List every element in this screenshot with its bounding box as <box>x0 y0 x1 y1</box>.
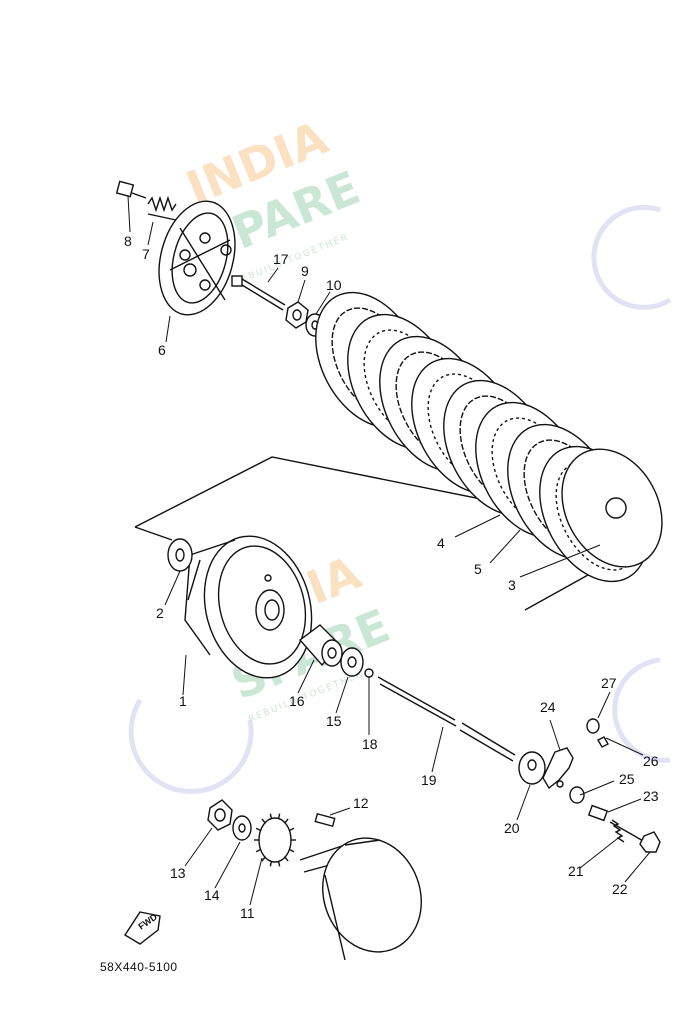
push-rod-short <box>231 275 286 311</box>
callout-27: 27 <box>601 675 617 691</box>
spring-bolt <box>115 180 147 199</box>
washer-14 <box>232 815 252 841</box>
locknut <box>285 301 309 329</box>
callout-10: 10 <box>326 277 342 293</box>
callout-16: 16 <box>289 693 305 709</box>
callout-2: 2 <box>156 605 164 621</box>
push-rod-long <box>377 676 516 762</box>
pressure-plate <box>158 200 236 316</box>
adjusting-screw-21 <box>609 819 646 843</box>
callout-7: 7 <box>142 246 150 262</box>
callout-5: 5 <box>474 561 482 577</box>
callout-labels: 1 2 3 4 5 6 7 8 9 10 11 12 13 14 15 16 1… <box>124 233 659 921</box>
gear-tooth <box>289 848 295 853</box>
callout-11: 11 <box>240 905 255 921</box>
gear-tooth <box>255 848 261 853</box>
clutch-housing <box>184 535 313 679</box>
clutch-spring <box>147 195 177 221</box>
key-12 <box>314 812 336 828</box>
crankshaft-assembly <box>299 837 422 961</box>
gear-tooth <box>284 818 289 824</box>
callout-19: 19 <box>421 772 437 788</box>
friction-and-steel-plates <box>315 291 663 583</box>
callout-1: 1 <box>179 693 187 709</box>
callout-23: 23 <box>643 788 659 804</box>
callout-22: 22 <box>612 881 628 897</box>
gear-tooth <box>255 827 261 832</box>
callout-3: 3 <box>508 577 516 593</box>
callout-8: 8 <box>124 233 132 249</box>
gear-tooth <box>277 813 281 819</box>
callout-25: 25 <box>619 771 635 787</box>
gear-tooth <box>261 818 266 824</box>
callout-17: 17 <box>273 251 289 267</box>
callout-4: 4 <box>437 535 445 551</box>
leader-lines <box>127 195 651 906</box>
callout-20: 20 <box>504 820 520 836</box>
washer-15 <box>340 647 364 677</box>
thrust-washer-2 <box>167 538 193 572</box>
fwd-arrow-icon: FWD <box>124 911 161 945</box>
primary-drive-gear-11 <box>254 813 296 867</box>
ball-18 <box>364 668 374 678</box>
callout-26: 26 <box>643 753 659 769</box>
gear-tooth <box>269 813 273 819</box>
callout-21: 21 <box>568 863 584 879</box>
spacer-16 <box>298 624 343 667</box>
gear-tooth <box>284 856 289 862</box>
clutch-boss-hub <box>605 497 627 519</box>
callout-9: 9 <box>301 263 309 279</box>
gear-tooth <box>289 827 295 832</box>
pressure-piece-20 <box>518 751 546 785</box>
push-lever-assembly <box>542 718 609 822</box>
gear-tooth <box>277 861 281 867</box>
callout-12: 12 <box>353 795 369 811</box>
gear-tooth <box>269 861 273 867</box>
callout-15: 15 <box>326 713 342 729</box>
nut-13 <box>207 799 233 831</box>
callout-18: 18 <box>362 736 378 752</box>
callout-6: 6 <box>158 342 166 358</box>
callout-13: 13 <box>170 865 186 881</box>
drawing-code: 58X440-5100 <box>100 960 178 974</box>
gear-body <box>258 817 292 863</box>
watermark-swirls <box>128 204 672 794</box>
callout-24: 24 <box>540 699 556 715</box>
callout-14: 14 <box>204 887 220 903</box>
locknut-22 <box>639 831 661 853</box>
gear-tooth <box>261 856 266 862</box>
clutch-boss <box>561 448 663 568</box>
